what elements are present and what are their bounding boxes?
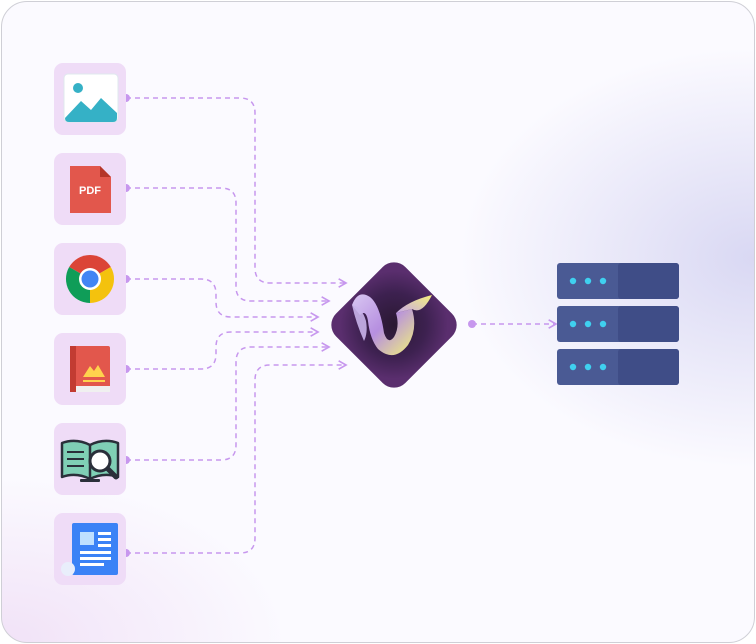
connector-document	[126, 360, 348, 554]
pdf-label: PDF	[79, 185, 101, 197]
book-icon	[70, 346, 110, 392]
source-tile-book	[54, 333, 126, 405]
connector-pdf	[126, 187, 331, 306]
image-icon	[63, 73, 119, 123]
document-icon	[61, 523, 118, 576]
connector-book	[126, 327, 320, 370]
server-icon	[557, 263, 679, 385]
chrome-icon	[65, 254, 115, 303]
connector-image	[126, 97, 348, 288]
connector-open-book	[126, 342, 331, 461]
source-tile-chrome	[54, 243, 126, 315]
connector-chrome	[126, 278, 320, 322]
open-book-search-icon	[60, 439, 120, 482]
source-tile-document	[54, 513, 126, 585]
hub-logo-icon	[331, 262, 457, 388]
source-tile-image	[54, 63, 126, 135]
source-tile-pdf: PDF	[54, 153, 126, 225]
pdf-icon: PDF	[70, 166, 111, 213]
source-tile-open-book	[54, 423, 126, 495]
